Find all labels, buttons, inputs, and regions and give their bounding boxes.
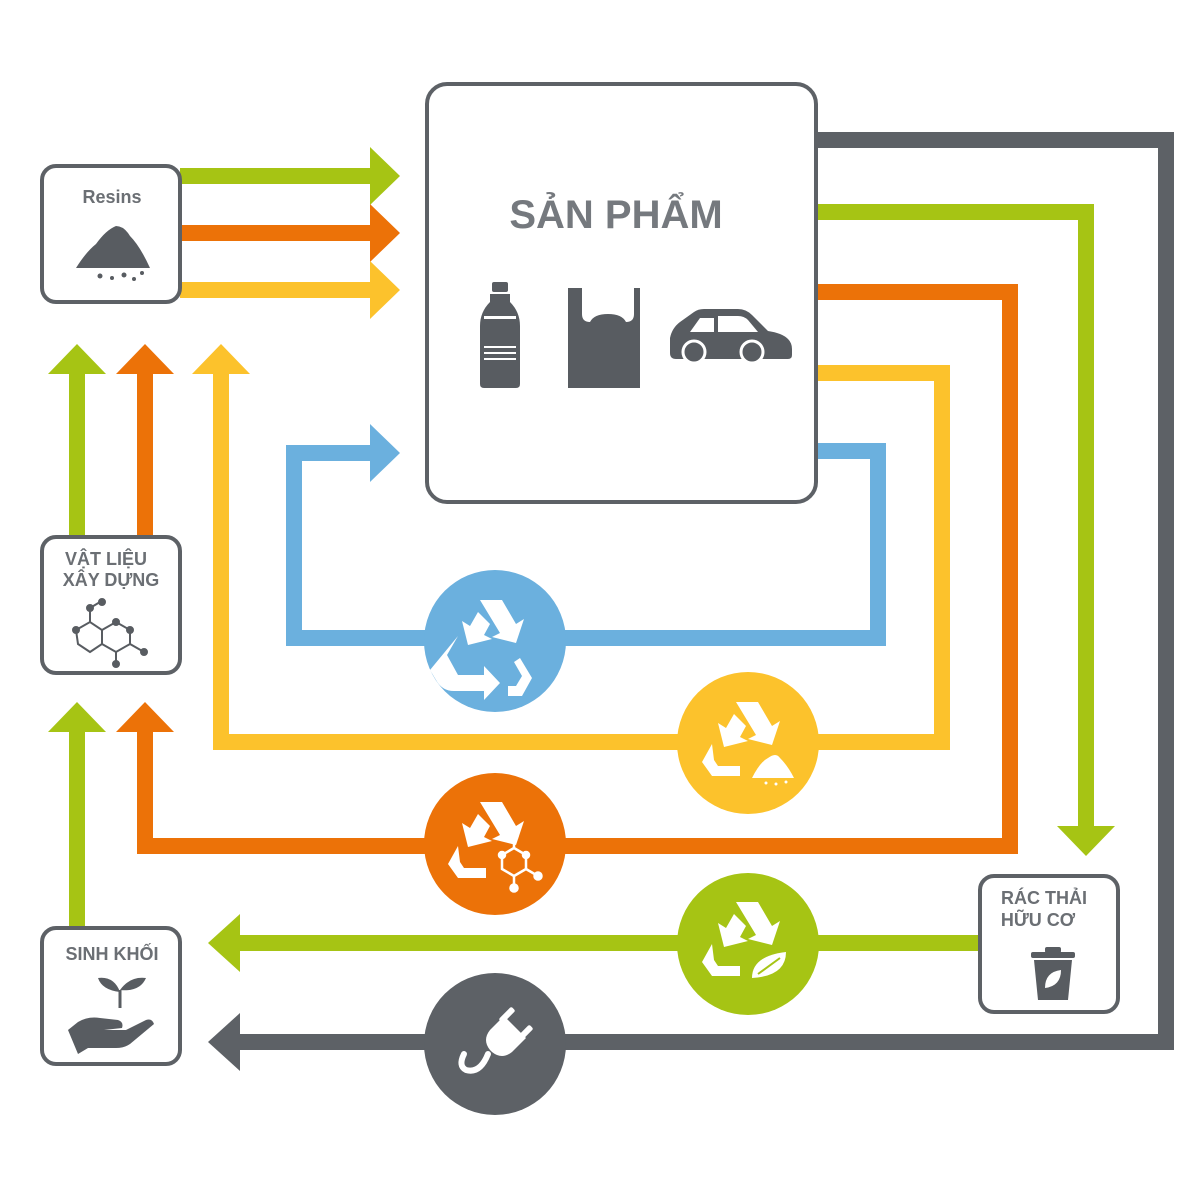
arrowhead-green-up-1 bbox=[48, 344, 106, 374]
flow-dark-energy bbox=[238, 132, 1174, 1050]
mechanical-recycling-circle bbox=[424, 570, 566, 712]
trash-bin-icon bbox=[1031, 947, 1075, 1000]
products-title: SẢN PHẨM bbox=[509, 190, 722, 237]
products-box: SẢN PHẨM bbox=[425, 82, 818, 504]
arrowhead-dark-left bbox=[208, 1013, 240, 1071]
flow-yellow-powder bbox=[213, 365, 950, 750]
arrowhead-green-down bbox=[1057, 826, 1115, 856]
building-materials-line1: VẬT LIỆU bbox=[65, 548, 147, 569]
recycle-powder-icon bbox=[702, 702, 794, 786]
organic-waste-line1: RÁC THẢI bbox=[1001, 887, 1087, 908]
car-icon bbox=[670, 309, 792, 365]
organic-waste-box: RÁC THẢI HỮU CƠ bbox=[978, 874, 1120, 1014]
building-materials-box: VẬT LIỆU XÂY DỰNG bbox=[40, 535, 182, 675]
chemical-recycling-circle bbox=[424, 773, 566, 915]
powder-recycling-circle bbox=[677, 672, 819, 814]
flow-blue-mechanical bbox=[286, 443, 886, 646]
arrowhead-yellow-up bbox=[192, 344, 250, 374]
arrowhead-yellow-right bbox=[370, 261, 400, 319]
recycle-icon bbox=[430, 600, 532, 700]
organic-waste-line2: HỮU CƠ bbox=[1001, 909, 1076, 930]
arrowhead-orange-right bbox=[370, 204, 400, 262]
power-plug-icon bbox=[458, 1007, 533, 1074]
arrowhead-orange-up-1 bbox=[116, 344, 174, 374]
arrowhead-blue-right bbox=[370, 424, 400, 482]
flow-orange-chemical bbox=[137, 284, 1018, 854]
molecule-icon bbox=[72, 598, 148, 668]
flow-green-to-organic-waste bbox=[818, 204, 1094, 830]
resins-box: Resins bbox=[40, 164, 182, 304]
arrowhead-green-up-2 bbox=[48, 702, 106, 732]
arrowhead-green-left bbox=[208, 914, 240, 972]
resins-label: Resins bbox=[82, 187, 141, 207]
building-materials-line2: XÂY DỰNG bbox=[63, 569, 160, 590]
hand-sprout-icon bbox=[68, 977, 154, 1054]
arrowhead-green-right bbox=[370, 147, 400, 205]
arrowhead-orange-up-2 bbox=[116, 702, 174, 732]
recycle-leaf-icon bbox=[702, 902, 786, 978]
biomass-box: SINH KHỐI bbox=[40, 926, 182, 1066]
powder-pile-icon bbox=[76, 226, 150, 281]
biomass-label: SINH KHỐI bbox=[65, 943, 158, 964]
molecule-small-icon bbox=[497, 831, 543, 893]
organic-recycling-circle bbox=[677, 873, 819, 1015]
plastic-bag-icon bbox=[568, 288, 640, 388]
bottle-icon bbox=[480, 282, 520, 388]
energy-recovery-circle bbox=[424, 973, 566, 1115]
